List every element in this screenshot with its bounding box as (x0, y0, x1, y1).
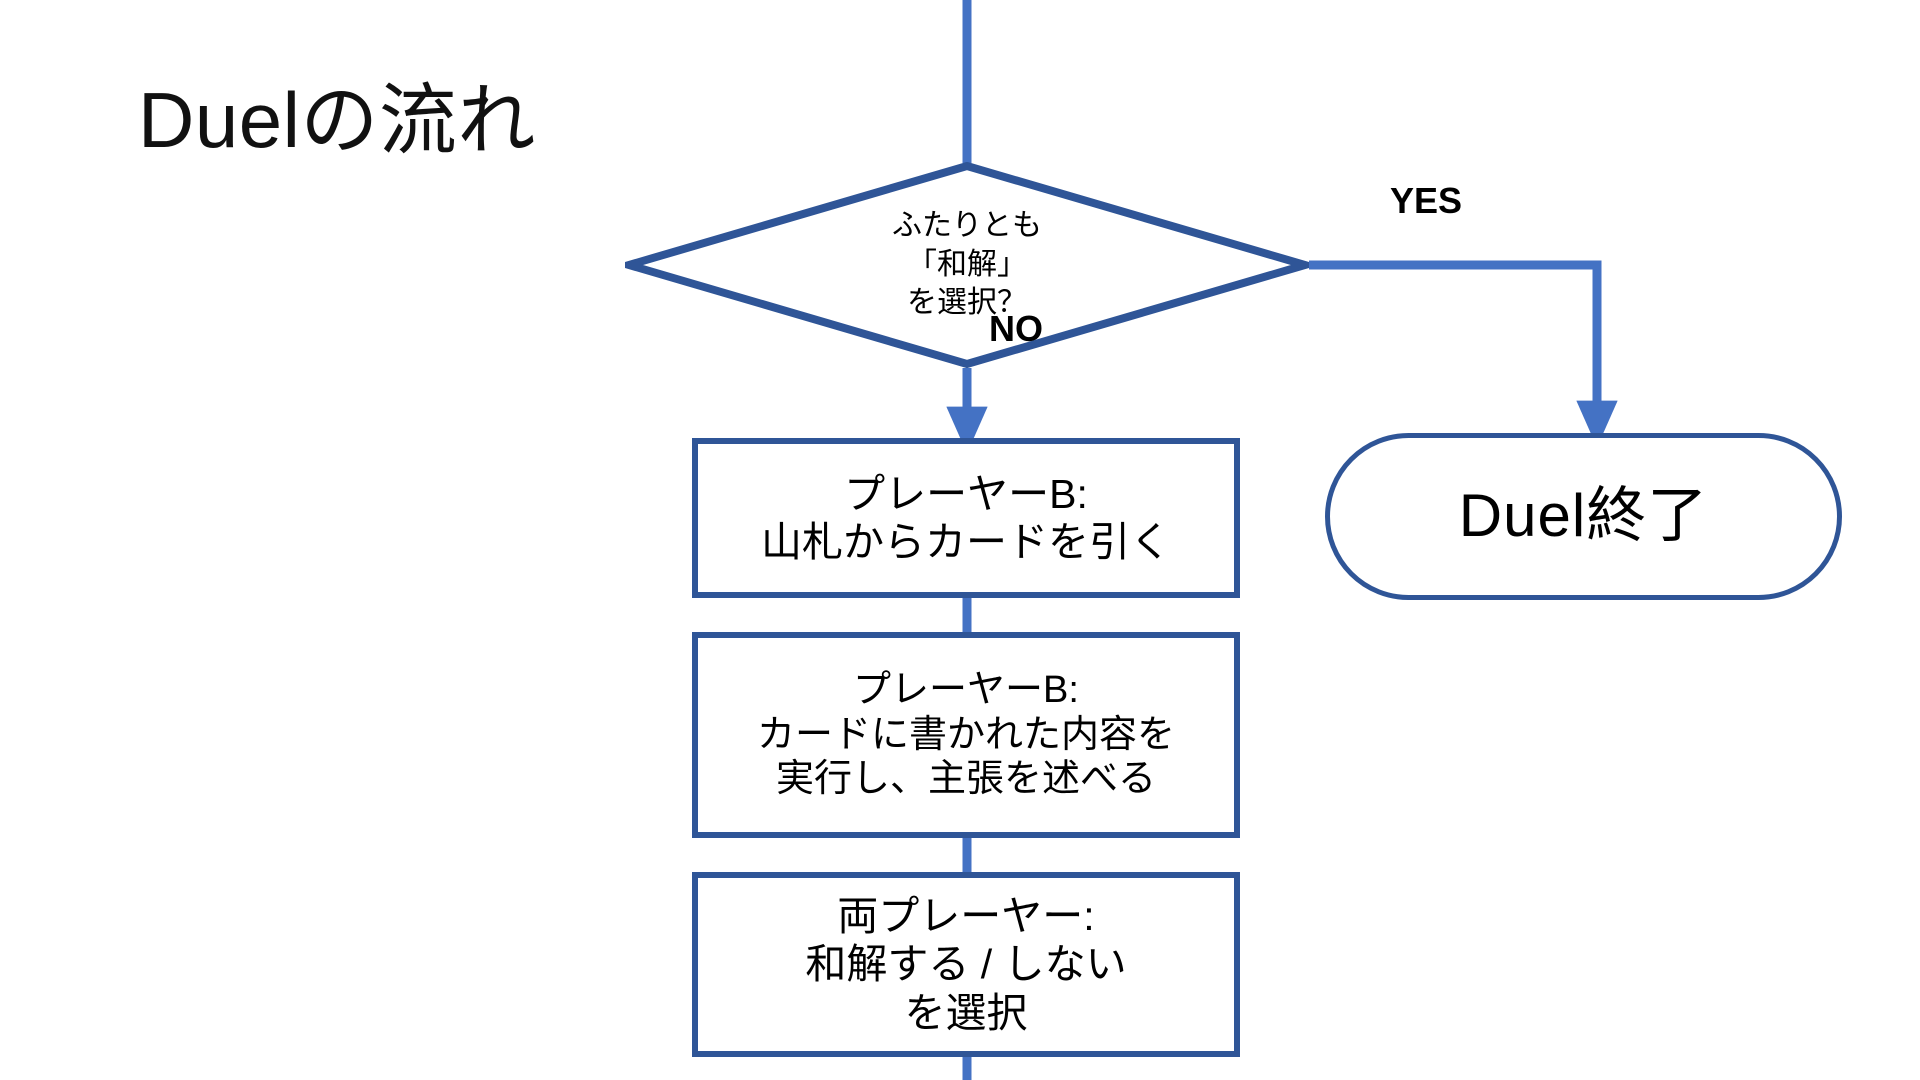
process-node-player-b-play[interactable]: プレーヤーB: カードに書かれた内容を 実行し、主張を述べる (692, 632, 1240, 838)
process-node-label: プレーヤーB: 山札からカードを引く (761, 470, 1171, 565)
edge-label-no: NO (989, 308, 1043, 349)
process-node-label: プレーヤーB: カードに書かれた内容を 実行し、主張を述べる (756, 668, 1175, 801)
terminal-node-label: Duel終了 (1458, 482, 1709, 550)
terminal-node-duel-end[interactable]: Duel終了 (1325, 433, 1842, 600)
decision-node-reconcile[interactable]: ふたりとも 「和解」 を選択？ (625, 162, 1309, 368)
edge-label-yes: YES (1390, 180, 1463, 221)
decision-node-label: ふたりとも 「和解」 を選択？ (892, 209, 1042, 320)
page-title: Duelの流れ (138, 76, 536, 164)
process-node-label: 両プレーヤー: 和解する / しない を選択 (805, 892, 1127, 1036)
connector-yes-branch (1309, 260, 1618, 448)
diamond-shape (625, 162, 1309, 368)
process-node-both-players-choose[interactable]: 両プレーヤー: 和解する / しない を選択 (692, 872, 1240, 1057)
process-node-player-b-draw[interactable]: プレーヤーB: 山札からカードを引く (692, 438, 1240, 598)
